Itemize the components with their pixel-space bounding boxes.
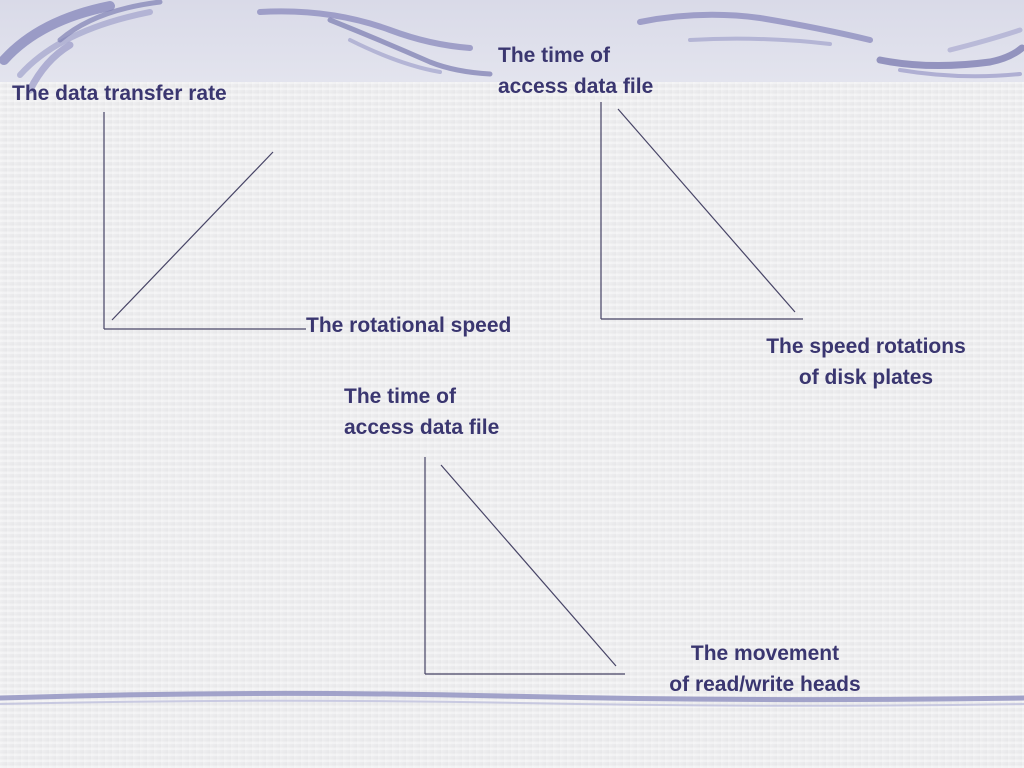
graph-2-y-label-line-2: access data file — [498, 75, 654, 98]
swirl-stroke — [257, 8, 473, 51]
graph-2-x-label: The speed rotations of disk plates — [741, 331, 991, 393]
graph-3-trend-line — [440, 464, 617, 667]
swirl-stroke — [348, 38, 442, 74]
graph-2-trend-line — [617, 108, 796, 313]
graph-1-axes — [103, 112, 306, 330]
graph-2-axes — [600, 102, 803, 320]
graph-3-x-label: The movement of read/write heads — [640, 638, 890, 700]
swirl-stroke — [947, 27, 1023, 53]
swirl-stroke — [0, 1, 115, 65]
bottom-rule — [0, 690, 1024, 703]
graph-1-trend-line — [111, 151, 274, 321]
graph-2-x-label-line-1: The speed rotations — [766, 335, 966, 358]
graph-1-y-label: The data transfer rate — [12, 82, 227, 105]
graph-3-x-label-line-2: of read/write heads — [669, 673, 861, 696]
swirl-stroke — [57, 0, 163, 43]
graph-2-x-label-line-2: of disk plates — [798, 366, 934, 389]
graph-3-axes — [424, 457, 625, 675]
graph-1-x-label: The rotational speed — [306, 314, 512, 337]
swirl-stroke — [637, 11, 873, 43]
header-band — [0, 0, 1024, 82]
swirl-stroke — [876, 44, 1024, 70]
graph-3-y-label-line-2: access data file — [344, 416, 500, 439]
graph-3-y-label-line-1: The time of — [344, 385, 457, 408]
swirl-stroke — [688, 36, 832, 46]
swirl-stroke — [898, 68, 1022, 79]
bottom-rule-shadow — [0, 699, 1024, 707]
swirl-stroke — [26, 41, 74, 94]
swirl-stroke — [17, 9, 153, 78]
graph-2-y-label-line-1: The time of — [498, 44, 611, 67]
graph-3-x-label-line-1: The movement — [690, 642, 840, 665]
graph-3-y-label: The time of access data file — [344, 381, 499, 443]
swirl-stroke — [327, 17, 493, 77]
graph-2-y-label: The time of access data file — [498, 40, 653, 102]
